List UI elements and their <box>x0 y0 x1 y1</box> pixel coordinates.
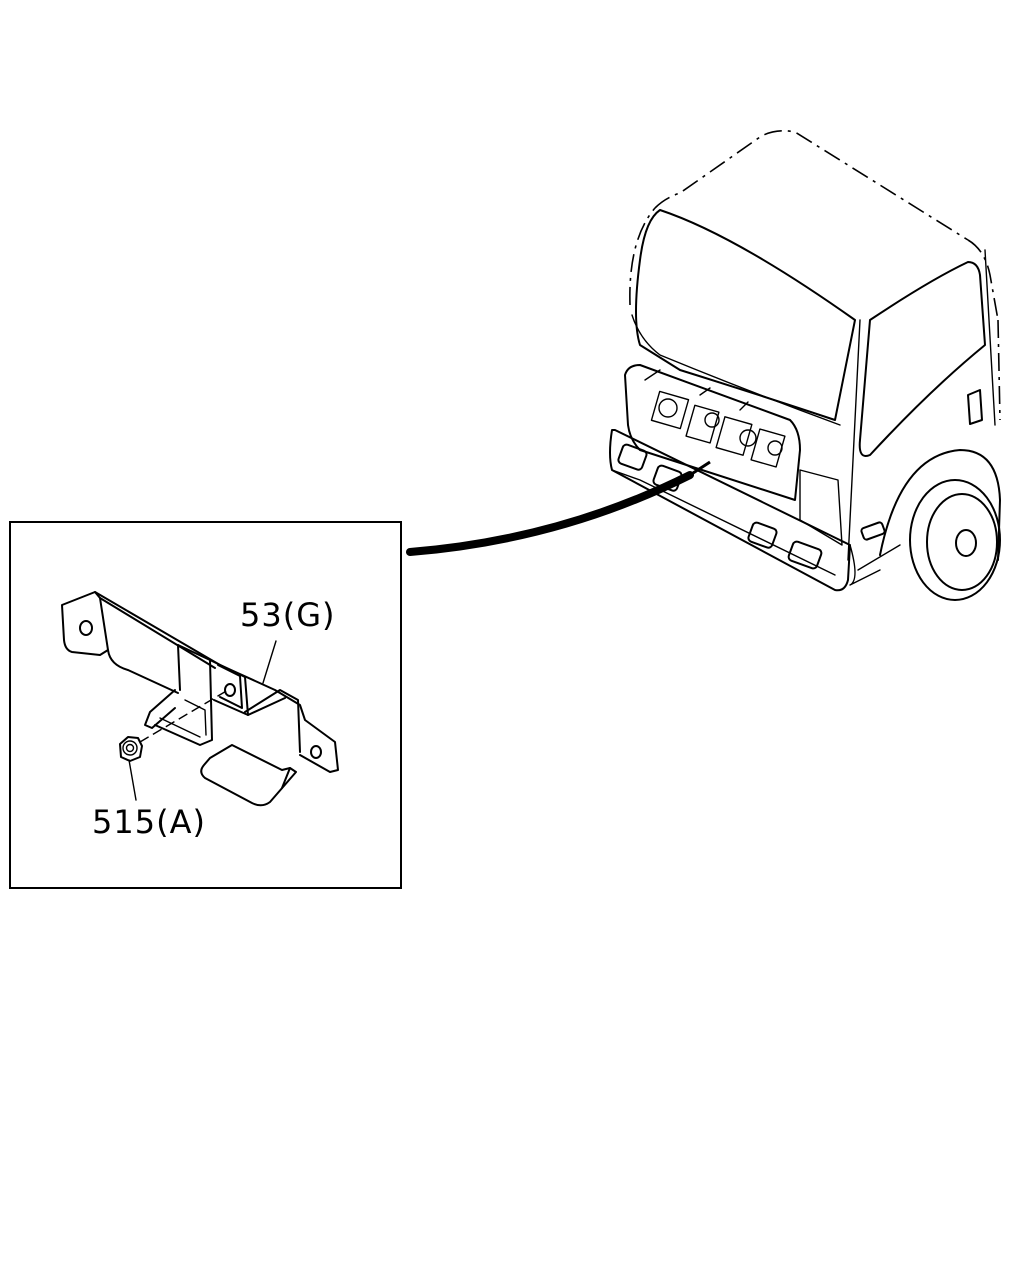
detail-leader-line <box>406 471 694 556</box>
nut-drawing <box>119 736 143 762</box>
leader-515A <box>128 759 137 801</box>
leader-53G <box>262 640 277 684</box>
callout-515A: 515(A) <box>92 803 206 841</box>
assembly-dash-line <box>139 689 229 743</box>
truck-illustration <box>609 130 1001 601</box>
detail-leader-tip <box>689 460 711 477</box>
bracket-drawing <box>61 591 339 807</box>
grille-details <box>644 369 786 468</box>
detail-box <box>9 521 402 889</box>
callout-53G: 53(G) <box>240 596 335 634</box>
